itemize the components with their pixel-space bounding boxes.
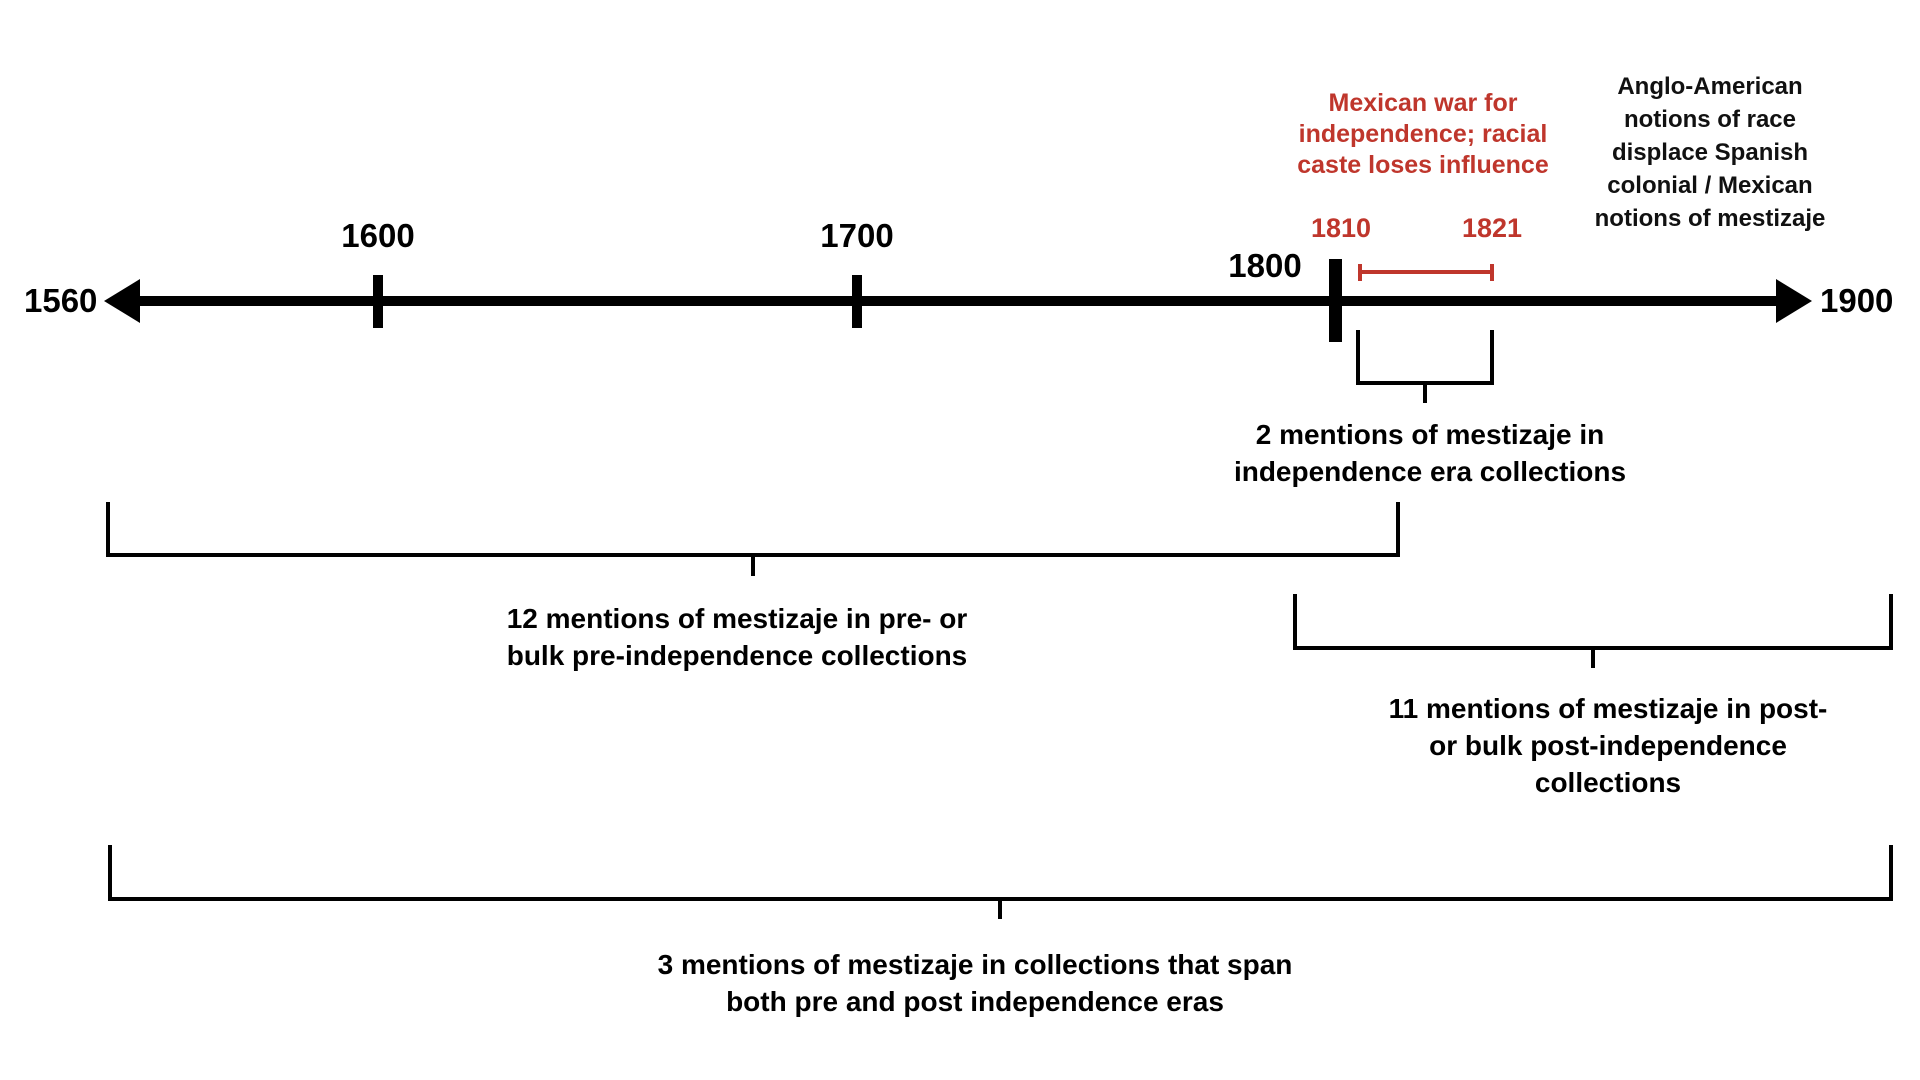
tick-label-1700: 1700 — [820, 217, 894, 254]
year-label-1821: 1821 — [1461, 213, 1523, 243]
tick-label-1600: 1600 — [341, 217, 415, 254]
label-line: 3 mentions of mestizaje in collections t… — [657, 949, 1293, 980]
label-line: bulk pre-independence collections — [506, 640, 968, 671]
arrowhead-left-icon — [104, 279, 140, 323]
label-line: or bulk post-independence — [1429, 730, 1787, 761]
independence-span-line — [1362, 270, 1490, 274]
note-line: caste loses influence — [1297, 151, 1549, 179]
arrowhead-right-icon — [1776, 279, 1812, 323]
tick-1800 — [1329, 259, 1342, 342]
note-line: notions of race — [1623, 106, 1797, 133]
year-label-1560: 1560 — [24, 282, 98, 319]
tick-1700 — [852, 275, 862, 328]
tick-label-1800: 1800 — [1228, 247, 1302, 284]
note-line: independence; racial — [1298, 120, 1548, 148]
label-line: independence era collections — [1233, 456, 1627, 487]
note-line: notions of mestizaje — [1594, 205, 1826, 232]
label-line: collections — [1534, 767, 1682, 798]
note-line: colonial / Mexican — [1607, 172, 1813, 199]
note-line: displace Spanish — [1611, 139, 1809, 166]
label-independence-era: 2 mentions of mestizaje in independence … — [1234, 416, 1626, 490]
note-line: Anglo-American — [1617, 73, 1803, 100]
label-line: 2 mentions of mestizaje in — [1255, 419, 1605, 450]
brace-independence-era — [1356, 330, 1494, 385]
label-line: both pre and post independence eras — [726, 986, 1224, 1017]
label-post-independence: 11 mentions of mestizaje in post- or bul… — [1389, 690, 1828, 801]
tick-1600 — [373, 275, 383, 328]
label-span-both-eras: 3 mentions of mestizaje in collections t… — [658, 946, 1293, 1020]
brace-stem — [1423, 385, 1427, 403]
brace-stem — [998, 901, 1002, 919]
brace-pre-independence — [106, 502, 1400, 557]
anglo-american-note: Anglo-American notions of race displace … — [1595, 70, 1826, 235]
label-pre-independence: 12 mentions of mestizaje in pre- or bulk… — [507, 600, 968, 674]
independence-war-note: Mexican war for independence; racial cas… — [1297, 88, 1549, 181]
label-line: 11 mentions of mestizaje in post- — [1388, 693, 1828, 724]
label-line: 12 mentions of mestizaje in pre- or — [506, 603, 968, 634]
year-label-1810: 1810 — [1310, 213, 1372, 243]
brace-span-both-eras — [108, 845, 1893, 901]
brace-stem — [1591, 650, 1595, 668]
independence-span-bracket — [1358, 264, 1494, 281]
brace-post-independence — [1293, 594, 1893, 650]
year-label-1900: 1900 — [1820, 282, 1894, 319]
note-line: Mexican war for — [1328, 89, 1518, 117]
brace-stem — [751, 557, 755, 576]
timeline-axis — [118, 296, 1802, 306]
